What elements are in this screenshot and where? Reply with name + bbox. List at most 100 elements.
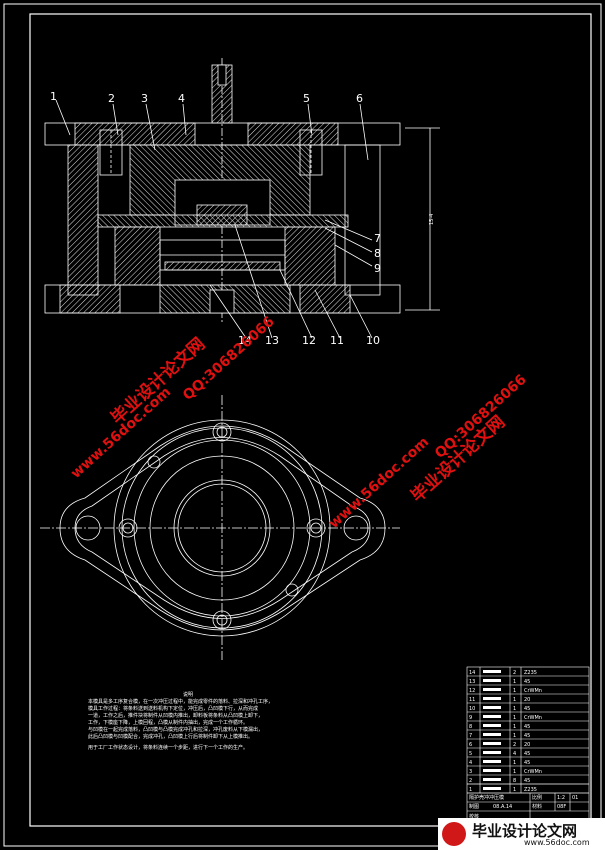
notes-line-2: 模具工作过程：将条料送到送料机构下定位，冲压后，凸凹模下行，从而完成 (88, 706, 259, 712)
callout-11: 11 (330, 334, 344, 347)
bom-item-number: 1 (469, 787, 472, 793)
callout-13: 13 (265, 334, 279, 347)
bom-item-number: 3 (469, 769, 472, 775)
bom-quantity: 4 (513, 751, 516, 757)
callout-7: 7 (374, 232, 381, 245)
title-block-name: 隔护壳冲冲压模 (469, 794, 504, 801)
logo-icon (442, 822, 466, 846)
callout-8: 8 (374, 247, 381, 260)
bom-item-number: 2 (469, 778, 472, 784)
bom-material: Z235 (524, 670, 537, 676)
bom-part-name (483, 706, 501, 709)
scale-label: 比例 (532, 794, 542, 801)
bom-part-name (483, 679, 501, 682)
outer-border (3, 3, 602, 847)
bom-quantity: 1 (513, 697, 516, 703)
bom-quantity: 1 (513, 760, 516, 766)
bom-material: 45 (524, 751, 530, 757)
logo-text: 毕业设计论文网 (472, 822, 578, 840)
callout-2: 2 (108, 92, 115, 105)
sheet-number: 01 (572, 795, 578, 801)
bom-part-name (483, 688, 501, 691)
bom-item-number: 5 (469, 751, 472, 757)
material-value: 08F (557, 804, 566, 810)
bom-material: CrWMn (524, 688, 542, 694)
bom-quantity: 1 (513, 769, 516, 775)
callout-4: 4 (178, 92, 185, 105)
bom-material: 20 (524, 742, 530, 748)
notes-line-1: 本模具是多工序复合模，在一次冲压过程中，能完成零件的落料、拉深和冲孔工序， (88, 699, 274, 705)
bom-part-name (483, 715, 501, 718)
bom-part-name (483, 778, 501, 781)
bom-item-number: 11 (469, 697, 475, 703)
bom-quantity: 2 (513, 670, 516, 676)
check-label: 校核 (469, 813, 479, 820)
bom-quantity: 2 (513, 742, 516, 748)
bom-item-number: 4 (469, 760, 472, 766)
bom-material: 45 (524, 706, 530, 712)
section-view (44, 58, 440, 339)
bom-quantity: 1 (513, 787, 516, 793)
bom-quantity: 1 (513, 724, 516, 730)
callout-14: 14 (238, 334, 252, 347)
notes-title: 说明 (182, 692, 193, 698)
notes-line-5: 与凹模在一起完成落料，凸凹模与凸模完成冲孔和拉深，冲孔废料从下模漏出， (88, 727, 264, 733)
bom-part-name (483, 670, 501, 673)
inner-frame (29, 13, 592, 827)
logo-url: www.56doc.com (524, 838, 590, 847)
bom-item-number: 12 (469, 688, 475, 694)
bom-item-number: 7 (469, 733, 472, 739)
bom-part-name (483, 724, 501, 727)
callout-10: 10 (366, 334, 380, 347)
material-label: 材料 (532, 803, 542, 810)
bom-material: CrWMn (524, 769, 542, 775)
callout-6: 6 (356, 92, 363, 105)
plan-view (40, 395, 400, 660)
bom-material: 20 (524, 697, 530, 703)
bom-part-name (483, 769, 501, 772)
callout-labels: 1 2 3 4 5 6 7 8 9 10 11 12 13 14 15-4 (50, 90, 435, 347)
bom-part-name (483, 760, 501, 763)
notes-line-6: 此后凸凹模与凹模配合，完成冲孔，凸凹模上行后将制件卸下从上模推出。 (88, 734, 254, 740)
bom-item-number: 10 (469, 706, 475, 712)
bom-part-name (483, 787, 501, 790)
bom-quantity: 1 (513, 706, 516, 712)
bom-item-number: 6 (469, 742, 472, 748)
bom-item-number: 14 (469, 670, 475, 676)
bom-part-name (483, 733, 501, 736)
bom-material: 45 (524, 724, 530, 730)
site-logo: 毕业设计论文网 www.56doc.com (438, 818, 605, 850)
bom-material: Z235 (524, 787, 537, 793)
bom-quantity: 1 (513, 688, 516, 694)
bom-part-name (483, 697, 501, 700)
bom-quantity: 1 (513, 733, 516, 739)
scale-value: 1:2 (557, 795, 565, 801)
bom-part-name (483, 751, 501, 754)
bom-quantity: 1 (513, 679, 516, 685)
bom-material: 45 (524, 679, 530, 685)
title-block: 隔护壳冲冲压模 比例 1:2 01 材料 08F 制图 08.A.14 校核 (469, 794, 578, 820)
notes-footer: 用于工厂工作状态设计，将条料连续一个步距，进行下一个工作的生产。 (88, 745, 249, 751)
bom-material: 45 (524, 760, 530, 766)
dimension-text: 15-4 (429, 214, 435, 225)
notes-line-3: 一道，工作之后，推件块将制件从凹模内推出，卸料板将条料从凸凹模上卸下， (88, 713, 264, 719)
bom-quantity: 8 (513, 778, 516, 784)
callout-3: 3 (141, 92, 148, 105)
bom-item-number: 13 (469, 679, 475, 685)
drawing-label: 制图 (469, 803, 479, 810)
callout-9: 9 (374, 262, 381, 275)
bom-item-number: 9 (469, 715, 472, 721)
technical-notes: 说明 本模具是多工序复合模，在一次冲压过程中，能完成零件的落料、拉深和冲孔工序，… (88, 692, 328, 752)
bom-item-number: 8 (469, 724, 472, 730)
notes-line-4: 工作，下模座下降，上模回程，凸模从制件内抽出，完成一个工作循环。 (88, 720, 249, 726)
bom-material: 45 (524, 778, 530, 784)
bom-material: CrWMn (524, 715, 542, 721)
callout-1: 1 (50, 90, 57, 103)
callout-12: 12 (302, 334, 316, 347)
bom-part-name (483, 742, 501, 745)
drawing-code: 08.A.14 (493, 804, 512, 810)
bom-quantity: 1 (513, 715, 516, 721)
